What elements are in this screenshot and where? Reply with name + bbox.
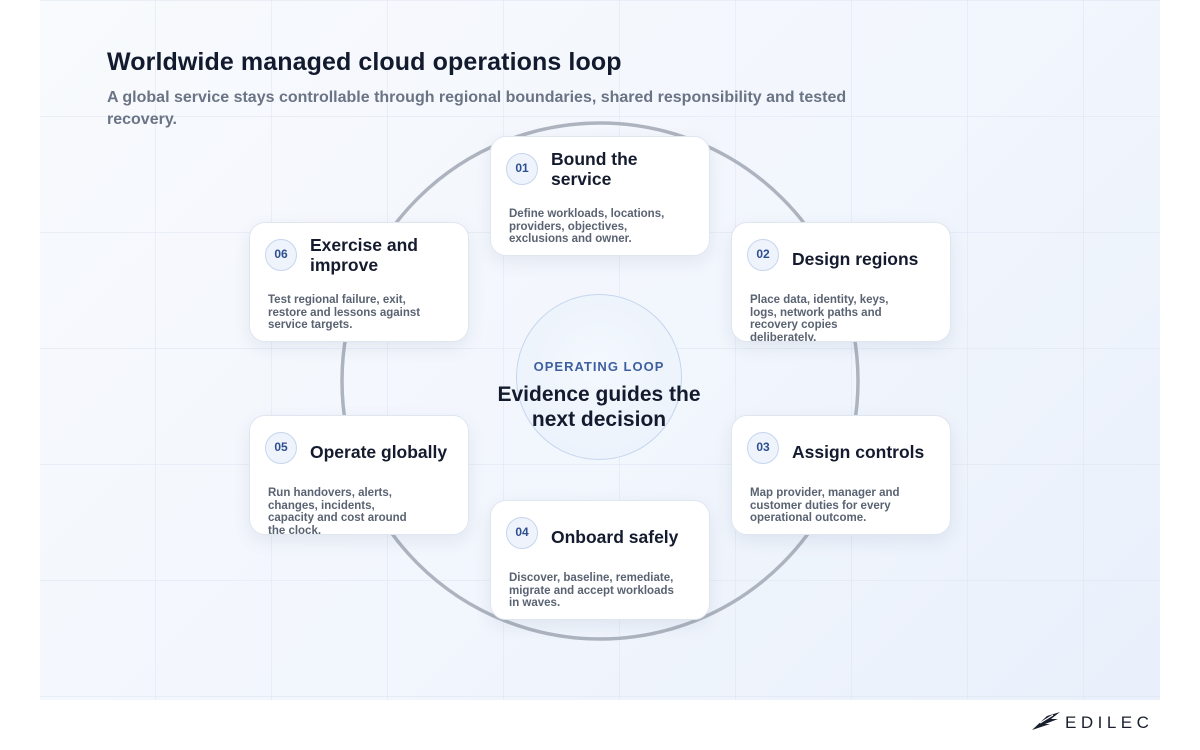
- step-description: Map provider, manager and customer dutie…: [750, 487, 900, 524]
- step-description: Test regional failure, exit, restore and…: [268, 294, 421, 331]
- step-description: Define workloads, locations, providers, …: [509, 208, 665, 245]
- step-number-badge: 03: [747, 432, 779, 464]
- step-card-operate-globally: 05 Operate globally Run handovers, alert…: [249, 415, 469, 535]
- step-description: Discover, baseline, remediate, migrate a…: [509, 572, 674, 609]
- hub-statement: Evidence guides the next decision: [497, 383, 701, 431]
- page-subtitle: A global service stays controllable thro…: [107, 89, 847, 128]
- step-number-badge: 06: [265, 239, 297, 271]
- step-title: Bound the service: [551, 149, 638, 189]
- step-title: Operate globally: [310, 442, 448, 462]
- step-number-badge: 01: [506, 153, 538, 185]
- operating-loop-hub: OPERATING LOOP Evidence guides the next …: [497, 294, 701, 460]
- step-number-badge: 05: [265, 432, 297, 464]
- step-description: Place data, identity, keys, logs, networ…: [750, 294, 889, 342]
- step-number-badge: 02: [747, 239, 779, 271]
- step-number-badge: 04: [506, 517, 538, 549]
- step-description: Run handovers, alerts, changes, incident…: [268, 487, 407, 535]
- step-title: Exercise and improve: [310, 235, 418, 275]
- step-card-onboard-safely: 04 Onboard safely Discover, baseline, re…: [490, 500, 710, 620]
- page-title: Worldwide managed cloud operations loop: [107, 48, 622, 76]
- step-card-assign-controls: 03 Assign controls Map provider, manager…: [731, 415, 951, 535]
- step-title: Design regions: [792, 249, 919, 269]
- step-card-exercise-improve: 06 Exercise and improve Test regional fa…: [249, 222, 469, 342]
- edilec-wing-icon: [1031, 711, 1061, 736]
- hub-label: OPERATING LOOP: [533, 359, 665, 374]
- step-card-design-regions: 02 Design regions Place data, identity, …: [731, 222, 951, 342]
- logo-wordmark: EDILEC: [1065, 713, 1154, 732]
- step-card-bound-service: 01 Bound the service Define workloads, l…: [490, 136, 710, 256]
- step-title: Assign controls: [792, 442, 925, 462]
- edilec-logo: EDILEC: [1031, 711, 1154, 736]
- step-title: Onboard safely: [551, 527, 679, 547]
